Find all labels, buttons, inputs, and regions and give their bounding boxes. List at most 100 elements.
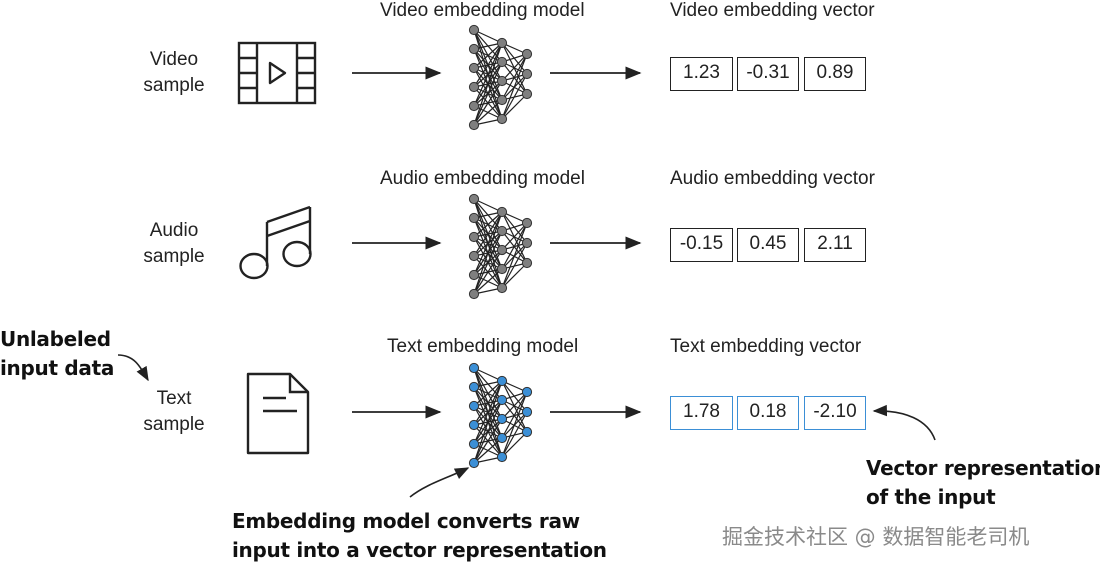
- audio-vector-cell-2: 0.45: [737, 228, 799, 262]
- network-node: [521, 406, 533, 418]
- audio-sample-label: Audio sample: [128, 218, 220, 270]
- network-node: [521, 386, 533, 398]
- network-node: [496, 244, 508, 256]
- video-sample-line1: Video: [149, 49, 199, 70]
- text-vector-cell-1: 1.78: [670, 396, 733, 430]
- model-converts-curved-arrow: [409, 467, 470, 498]
- vector-representation-annotation: Vector representation of the input: [866, 454, 1100, 512]
- network-node: [468, 231, 480, 243]
- annotation-arrows: [117, 354, 936, 498]
- music-note-icon: [239, 205, 312, 280]
- video-vector-cell-2: -0.31: [737, 57, 799, 91]
- network-node: [468, 288, 480, 300]
- network-edge: [501, 391, 528, 458]
- network-edge: [501, 53, 528, 82]
- network-edge: [501, 262, 528, 289]
- network-edge: [501, 431, 528, 458]
- network-node: [521, 237, 533, 249]
- network-node: [468, 100, 480, 112]
- network-edge: [473, 211, 503, 238]
- network-node: [468, 193, 480, 205]
- video-vector-cell-3: 0.89: [804, 57, 866, 91]
- network-node: [496, 375, 508, 387]
- video-model-label: Video embedding model: [380, 0, 585, 21]
- text-vector-cell-3: -2.10: [804, 396, 866, 430]
- text-sample-line2: sample: [143, 414, 205, 435]
- document-icon: [246, 372, 310, 455]
- network-node: [468, 438, 480, 450]
- network-edge: [473, 61, 503, 126]
- network-edge: [501, 53, 528, 120]
- network-edge: [473, 42, 503, 69]
- network-edge: [501, 411, 528, 458]
- network-edge: [501, 93, 528, 120]
- network-edge: [501, 73, 528, 120]
- vector-rep-line1: Vector representation: [866, 456, 1100, 480]
- network-edge: [501, 391, 528, 439]
- network-node: [496, 37, 508, 49]
- audio-vector-cell-1: -0.15: [670, 228, 733, 262]
- network-node: [468, 212, 480, 224]
- network-node: [496, 263, 508, 275]
- unlabeled-line2: input data: [0, 356, 115, 380]
- model-converts-line1: Embedding model converts raw: [232, 509, 580, 533]
- network-node: [468, 119, 480, 131]
- audio-sample-line2: sample: [143, 246, 205, 267]
- network-node: [521, 68, 533, 80]
- network-node: [521, 217, 533, 229]
- network-node: [468, 381, 480, 393]
- video-neural-network: [468, 24, 533, 131]
- network-edge: [473, 380, 503, 464]
- audio-vector-cell-3: 2.11: [804, 228, 866, 262]
- text-sample-label: Text sample: [128, 386, 220, 438]
- video-sample-label: Video sample: [128, 47, 220, 99]
- network-node: [521, 257, 533, 269]
- network-edge: [501, 53, 528, 101]
- network-node: [468, 457, 480, 469]
- network-edge: [473, 198, 503, 213]
- network-edge: [501, 242, 528, 289]
- audio-model-label: Audio embedding model: [380, 168, 585, 189]
- text-model-label: Text embedding model: [387, 336, 579, 357]
- vector-rep-curved-arrow: [872, 404, 936, 441]
- network-edge: [473, 437, 503, 464]
- network-edge: [473, 42, 503, 107]
- text-vector-label: Text embedding vector: [670, 336, 862, 357]
- model-converts-line2: input into a vector representation: [232, 538, 607, 562]
- unlabeled-line1: Unlabeled: [0, 327, 111, 351]
- network-edge: [473, 249, 503, 295]
- network-edge: [473, 268, 503, 295]
- network-edge: [473, 418, 503, 464]
- network-edge: [501, 222, 528, 251]
- video-vector-label: Video embedding vector: [670, 0, 875, 21]
- network-node: [496, 75, 508, 87]
- network-node: [468, 250, 480, 262]
- network-node: [468, 269, 480, 281]
- network-node: [521, 88, 533, 100]
- network-node: [496, 282, 508, 294]
- network-node: [496, 206, 508, 218]
- network-node: [468, 81, 480, 93]
- network-node: [468, 400, 480, 412]
- video-sample-line2: sample: [143, 75, 205, 96]
- network-node: [468, 419, 480, 431]
- unlabeled-curved-arrow: [117, 354, 149, 382]
- network-edge: [473, 211, 503, 295]
- network-node: [496, 394, 508, 406]
- text-neural-network: [468, 362, 533, 469]
- network-edge: [473, 80, 503, 126]
- network-node: [468, 362, 480, 374]
- text-sample-line1: Text: [156, 388, 192, 409]
- network-node: [468, 43, 480, 55]
- network-edge: [473, 380, 503, 445]
- network-node: [496, 413, 508, 425]
- network-node: [521, 426, 533, 438]
- network-edge: [501, 222, 528, 289]
- network-node: [496, 113, 508, 125]
- watermark: 掘金技术社区 @ 数据智能老司机: [722, 525, 1030, 549]
- audio-vector-label: Audio embedding vector: [670, 168, 875, 189]
- audio-neural-network: [468, 193, 533, 300]
- network-edge: [473, 399, 503, 464]
- row-arrows: [352, 66, 642, 419]
- model-converts-annotation: Embedding model converts raw input into …: [232, 507, 607, 565]
